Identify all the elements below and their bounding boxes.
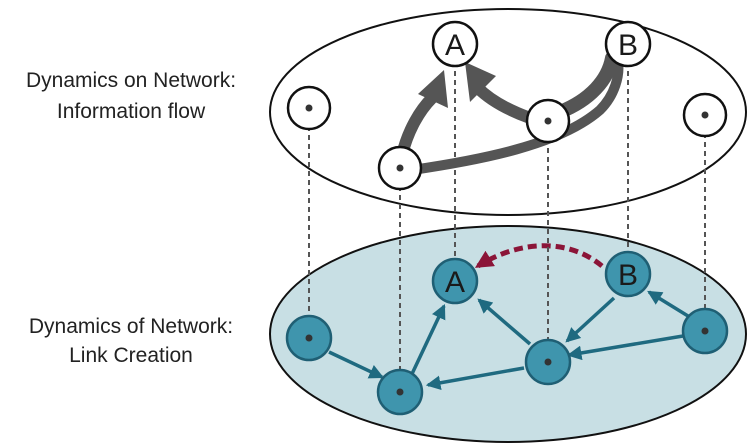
edge-midright-to-bottom <box>425 366 525 391</box>
node-center-dots <box>305 104 709 396</box>
dot-upper-lower <box>396 164 404 172</box>
lower-node-b <box>604 250 652 298</box>
upper-node-b <box>604 20 652 68</box>
flow-line-lowernode-to-b <box>407 57 624 175</box>
new-link-dashed-arrow <box>474 243 604 269</box>
lower-layer-label-line2: Link Creation <box>69 344 193 367</box>
flow-arrow-midnode-to-a <box>472 82 536 124</box>
dot-lower-bottom <box>396 388 404 396</box>
dot-upper-left <box>305 104 313 112</box>
flow-arrowhead-lowernode-to-a <box>418 70 448 108</box>
edge-bottom-to-a <box>409 304 446 377</box>
lower-node-b-letter: B <box>618 259 638 292</box>
link-edges <box>328 290 689 391</box>
edge-b-to-midright <box>565 296 616 343</box>
lower-layer-ellipse <box>269 225 747 443</box>
lower-node-a <box>431 257 479 305</box>
upper-layer-label-line1: Dynamics on Network: <box>26 69 236 92</box>
layer-connectors <box>308 44 706 392</box>
flow-line-midnode-to-b <box>553 51 619 119</box>
flow-arrowhead-midnode-to-a <box>465 62 496 102</box>
upper-node-a <box>431 20 479 68</box>
dot-lower-right <box>701 327 709 335</box>
upper-layer-label-line2: Information flow <box>57 100 206 123</box>
dot-lower-mid <box>544 358 552 366</box>
edge-right-to-b <box>647 290 689 318</box>
upper-node-a-letter: A <box>445 29 465 62</box>
edge-left-to-bottom <box>328 350 384 379</box>
upper-node-b-letter: B <box>618 29 638 62</box>
lower-layer-label-line1: Dynamics of Network: <box>29 315 233 338</box>
dot-lower-left <box>305 334 313 342</box>
edge-midright-to-a <box>477 298 532 346</box>
dot-upper-right <box>701 111 709 119</box>
lower-node-a-letter: A <box>445 266 465 299</box>
dot-upper-mid <box>544 117 552 125</box>
edge-right-to-midright <box>566 334 684 361</box>
